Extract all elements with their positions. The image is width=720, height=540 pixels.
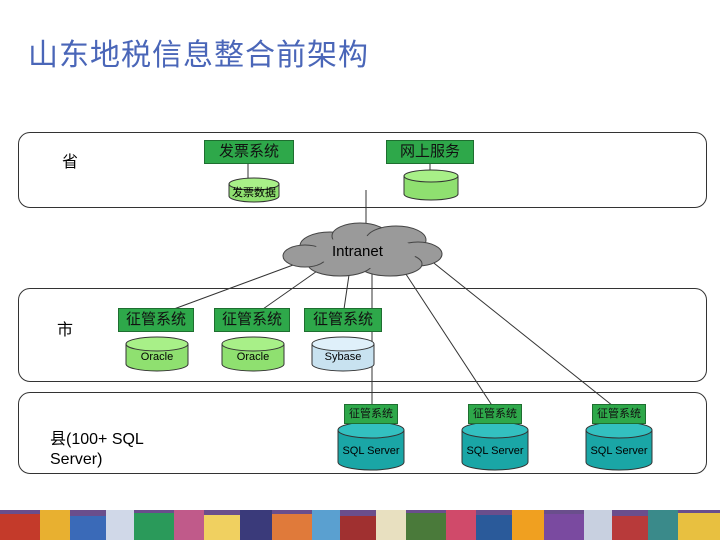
- online-service-box: 网上服务: [386, 140, 474, 164]
- city-system-box-3: 征管系统: [304, 308, 382, 332]
- invoice-db-label: 发票数据: [232, 187, 276, 199]
- invoice-system-box: 发票系统: [204, 140, 294, 164]
- county-label: 县(100+ SQL Server): [50, 431, 144, 468]
- city-db-label-2: Oracle: [236, 351, 270, 363]
- city-db-label-1: Oracle: [140, 351, 174, 363]
- online-db-cylinder: [403, 169, 459, 201]
- oracle-db-2: [221, 336, 285, 372]
- county-system-box-3: 征管系统: [592, 404, 646, 424]
- page-title: 山东地税信息整合前架构: [28, 38, 369, 73]
- invoice-db-cylinder: [228, 177, 280, 203]
- county-system-box-1: 征管系统: [344, 404, 398, 424]
- city-system-box-2: 征管系统: [214, 308, 290, 332]
- county-system-box-2: 征管系统: [468, 404, 522, 424]
- city-label: 市: [57, 322, 74, 339]
- sqlserver-db-3: [585, 421, 653, 471]
- city-db-label-3: Sybase: [324, 351, 362, 363]
- county-db-label-3: SQL Server: [590, 445, 648, 457]
- intranet-label: Intranet: [332, 243, 383, 260]
- sqlserver-db-2: [461, 421, 529, 471]
- province-label: 省: [62, 154, 79, 171]
- link-intranet-county3: [419, 251, 619, 411]
- county-db-label-1: SQL Server: [342, 445, 400, 457]
- sybase-db: [311, 336, 375, 372]
- county-db-label-2: SQL Server: [466, 445, 524, 457]
- decorative-footer-strip: [0, 510, 720, 540]
- oracle-db-1: [125, 336, 189, 372]
- link-intranet-city1: [154, 257, 313, 317]
- intranet-cloud: [282, 222, 443, 277]
- city-system-box-1: 征管系统: [118, 308, 194, 332]
- sqlserver-db-1: [337, 421, 405, 471]
- link-intranet-county2: [397, 261, 496, 411]
- province-band: [18, 132, 707, 208]
